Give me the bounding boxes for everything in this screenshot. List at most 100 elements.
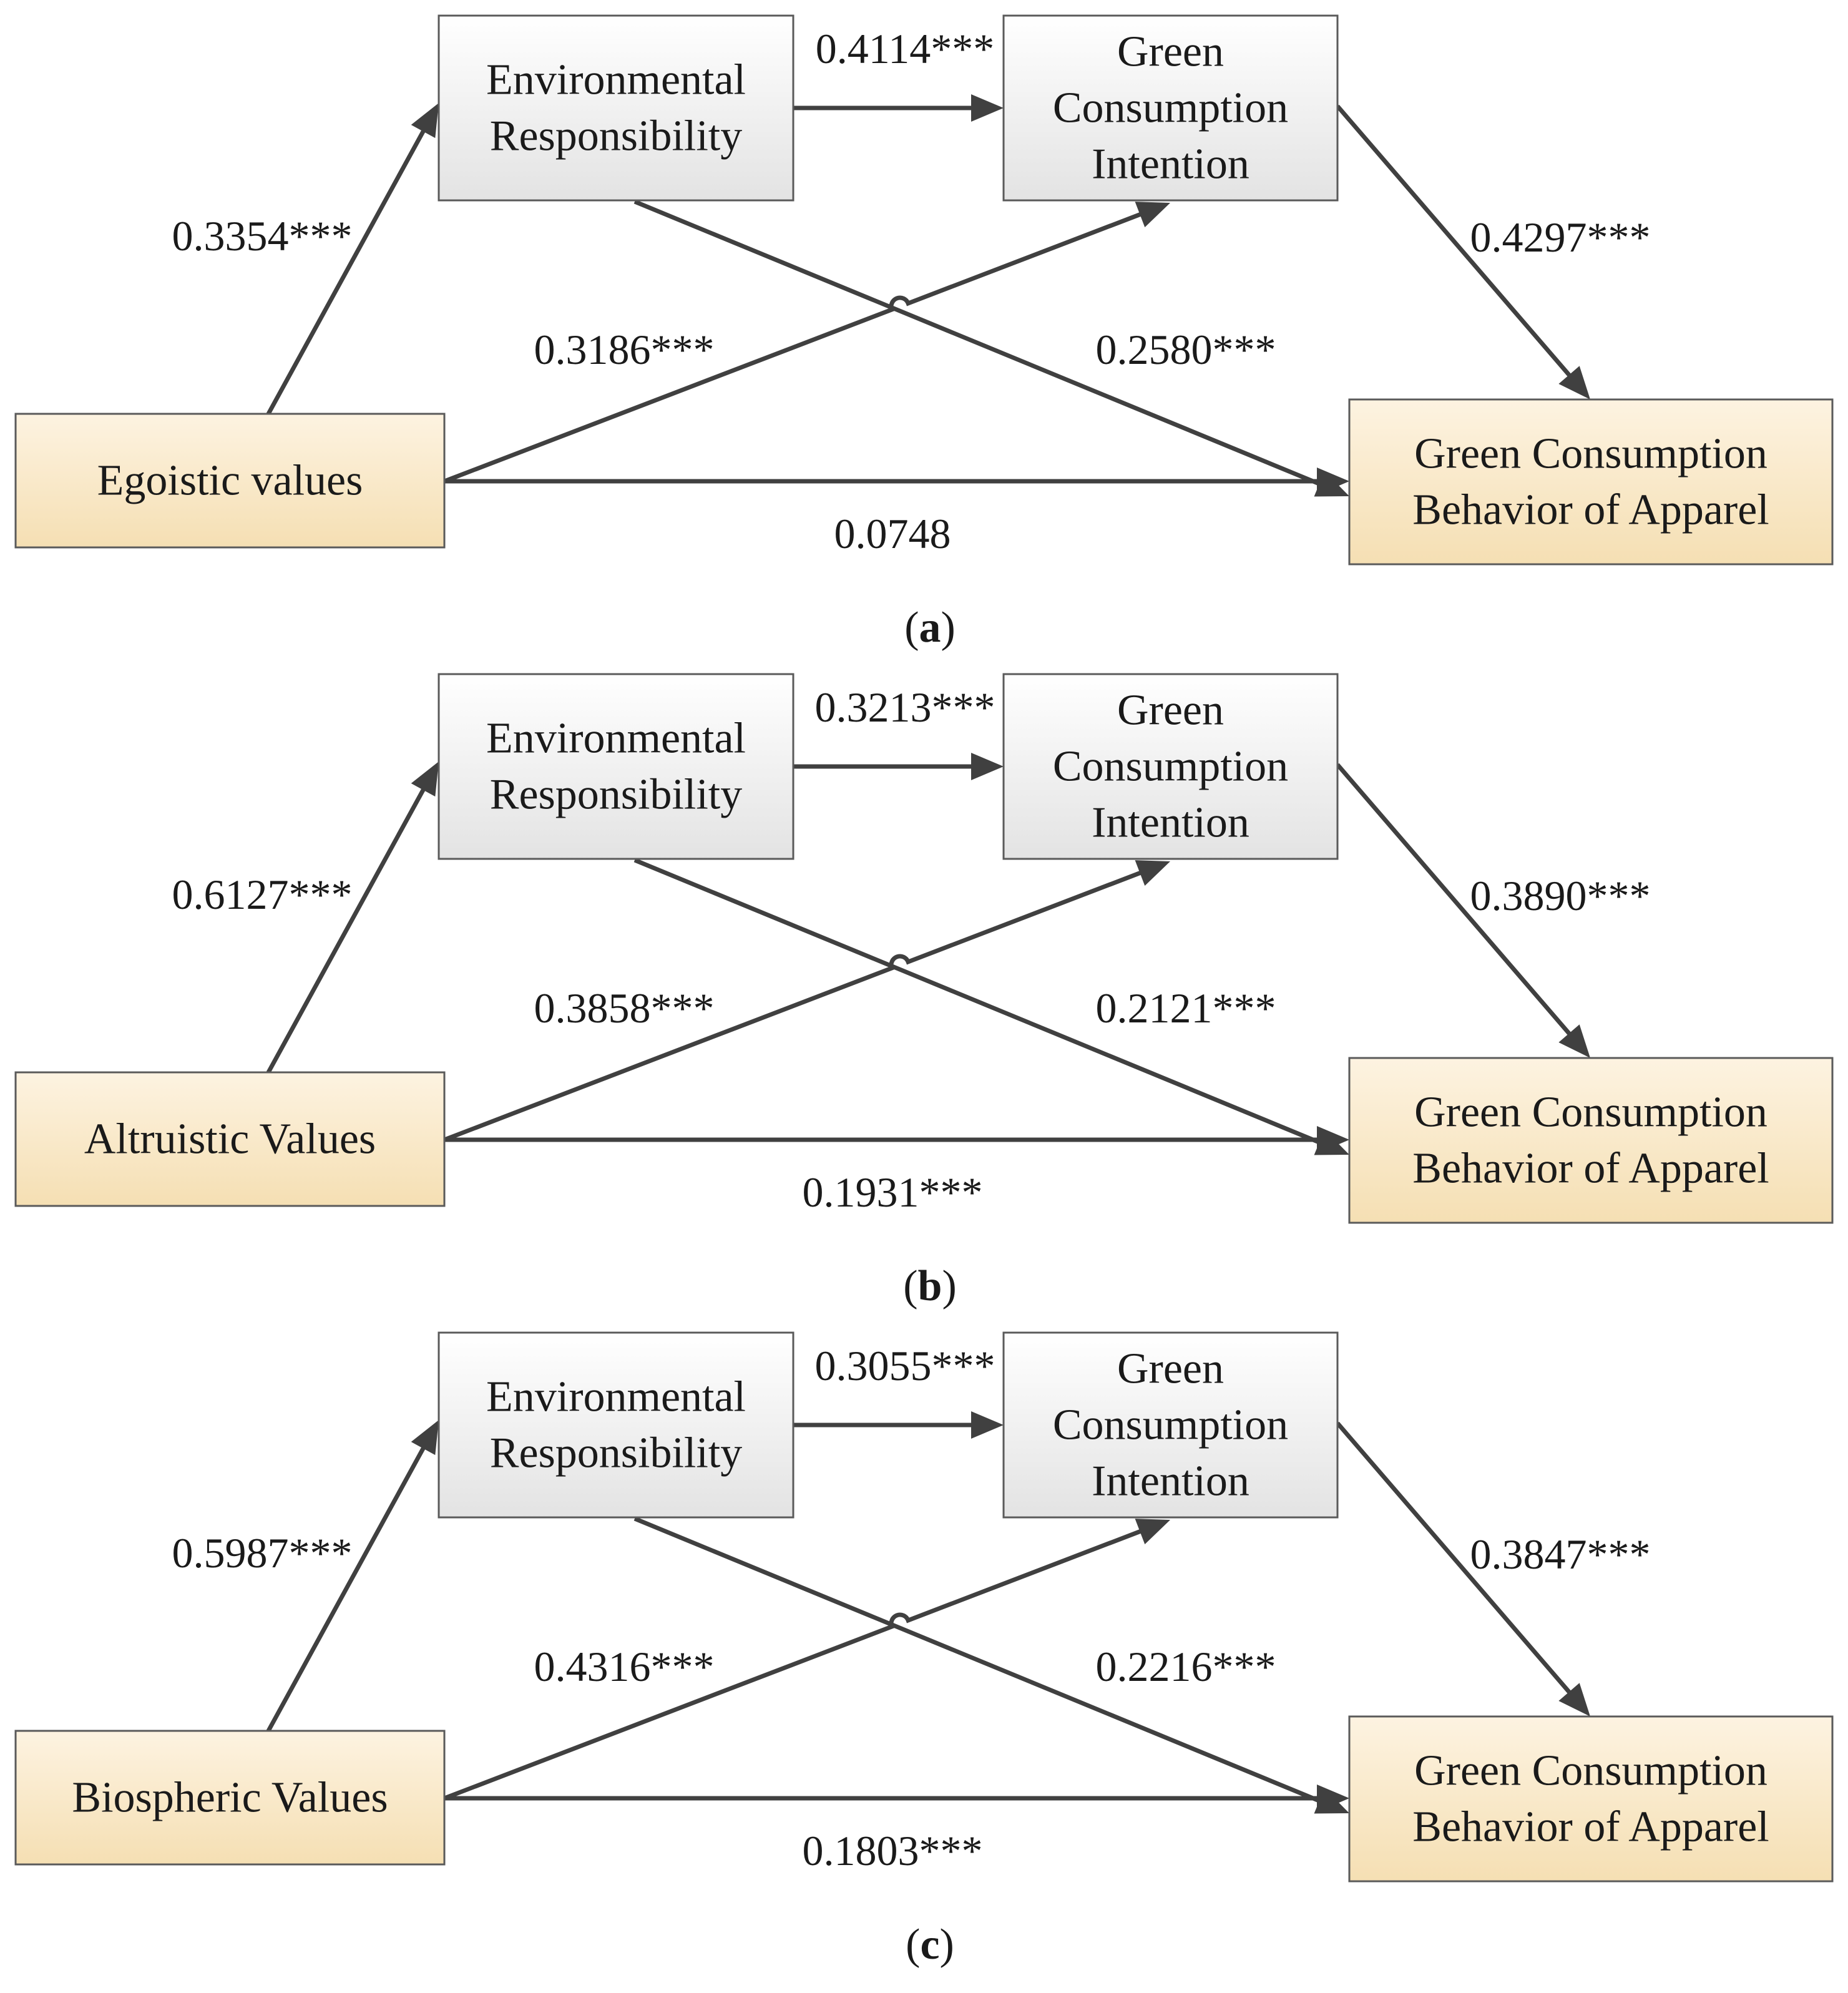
panel-label: (b)	[903, 1262, 957, 1310]
intention-box-text-line: Green	[1117, 687, 1224, 735]
panel-letter: a	[919, 604, 941, 652]
edge-source-to-env-arrowhead	[411, 103, 439, 139]
intention-box-text-line: Intention	[1092, 140, 1249, 189]
coef-env-to-intention: 0.4114***	[816, 25, 994, 72]
edge-env-to-behavior-arrowhead	[1314, 1788, 1349, 1814]
behavior-box-rect	[1348, 398, 1834, 566]
coef-source-to-behavior: 0.1803***	[803, 1827, 983, 1874]
coef-env-to-behavior: 0.2121***	[1096, 984, 1276, 1032]
coef-intention-to-behavior: 0.4297***	[1470, 213, 1651, 261]
env-responsibility-box-rect	[438, 673, 794, 860]
intention-box-text-line: Green	[1117, 28, 1224, 76]
source-values-box: Biospheric Values	[14, 1730, 446, 1866]
coef-source-to-behavior: 0.1931***	[803, 1168, 983, 1216]
edge-env-to-behavior	[633, 858, 1327, 1147]
env-responsibility-box-text-line: Environmental	[486, 715, 746, 763]
behavior-box-text-line: Green Consumption	[1414, 1089, 1767, 1137]
intention-box-text-line: Intention	[1092, 799, 1249, 847]
edge-intention-to-behavior	[1336, 1421, 1576, 1699]
coef-source-to-behavior: 0.0748	[834, 510, 951, 557]
behavior-box-rect	[1348, 1057, 1834, 1224]
coef-source-to-env: 0.6127***	[172, 871, 353, 918]
coef-env-to-behavior: 0.2216***	[1096, 1643, 1276, 1690]
edge-env-to-intention-arrowhead	[971, 94, 1004, 122]
env-responsibility-box-text-line: Responsibility	[490, 1429, 742, 1477]
edge-source-to-env-arrowhead	[411, 1420, 439, 1456]
coef-source-to-env: 0.3354***	[172, 212, 353, 260]
coef-source-to-intention: 0.3186***	[534, 326, 715, 373]
coef-source-to-intention: 0.3858***	[534, 984, 715, 1032]
source-values-box-text-line: Biospheric Values	[72, 1774, 388, 1822]
edge-source-to-intention-arrowhead	[1135, 202, 1170, 228]
source-values-box-text-line: Altruistic Values	[84, 1115, 376, 1163]
coef-source-to-env: 0.5987***	[172, 1529, 353, 1577]
intention-box-rect	[1002, 14, 1339, 202]
coef-intention-to-behavior: 0.3890***	[1470, 872, 1651, 919]
intention-box-text-line: Consumption	[1053, 1401, 1288, 1449]
behavior-box-text-line: Green Consumption	[1414, 430, 1767, 478]
env-responsibility-box-text-line: Responsibility	[490, 771, 742, 819]
source-values-box: Altruistic Values	[14, 1071, 446, 1207]
edge-source-to-env	[266, 782, 429, 1074]
intention-box-text-line: Intention	[1092, 1457, 1249, 1506]
behavior-box-rect	[1348, 1715, 1834, 1883]
intention-box-text-line: Consumption	[1053, 84, 1288, 132]
edge-env-to-behavior-arrowhead	[1314, 471, 1349, 497]
edge-intention-to-behavior-arrowhead	[1558, 1024, 1590, 1058]
edge-source-to-env	[266, 124, 429, 415]
behavior-box-text-line: Green Consumption	[1414, 1747, 1767, 1795]
coef-env-to-behavior: 0.2580***	[1096, 326, 1276, 373]
edge-source-to-env	[266, 1441, 429, 1732]
edge-source-to-intention	[443, 210, 1148, 484]
intention-box-text-line: Consumption	[1053, 743, 1288, 791]
coef-source-to-intention: 0.4316***	[534, 1643, 715, 1690]
coef-env-to-intention: 0.3213***	[815, 683, 995, 731]
edge-intention-to-behavior	[1336, 104, 1576, 382]
source-values-box: Egoistic values	[14, 413, 446, 549]
panel-letter: c	[920, 1921, 939, 1969]
edge-env-to-behavior-arrowhead	[1314, 1129, 1349, 1155]
behavior-box-text-line: Behavior of Apparel	[1412, 486, 1769, 534]
panel-label: (a)	[904, 604, 956, 652]
edge-source-to-intention-arrowhead	[1135, 1519, 1170, 1545]
coef-env-to-intention: 0.3055***	[815, 1342, 995, 1389]
edge-env-to-behavior	[633, 1516, 1327, 1806]
source-values-box-text-line: Egoistic values	[97, 457, 363, 505]
behavior-box-text-line: Behavior of Apparel	[1412, 1145, 1769, 1193]
env-responsibility-box-rect	[438, 1331, 794, 1519]
env-responsibility-box-text-line: Environmental	[486, 56, 746, 104]
edge-intention-to-behavior-arrowhead	[1558, 366, 1590, 399]
edge-intention-to-behavior-arrowhead	[1558, 1683, 1590, 1716]
source-values-box-rect	[14, 1071, 446, 1207]
intention-box-rect	[1002, 1331, 1339, 1519]
coef-intention-to-behavior: 0.3847***	[1470, 1530, 1651, 1578]
edge-env-to-behavior	[633, 199, 1327, 489]
edge-source-to-intention	[443, 868, 1148, 1142]
panel-letter: b	[918, 1262, 942, 1310]
behavior-box-text-line: Behavior of Apparel	[1412, 1803, 1769, 1851]
source-values-box-rect	[14, 1730, 446, 1866]
edge-source-to-intention	[443, 1527, 1148, 1801]
intention-box-text-line: Green	[1117, 1345, 1224, 1393]
edge-source-to-env-arrowhead	[411, 761, 439, 797]
panel-label: (c)	[906, 1921, 954, 1969]
edge-env-to-intention-arrowhead	[971, 753, 1004, 780]
env-responsibility-box-text-line: Environmental	[486, 1373, 746, 1421]
edge-env-to-intention-arrowhead	[971, 1411, 1004, 1439]
env-responsibility-box-text-line: Responsibility	[490, 112, 742, 160]
env-responsibility-box-rect	[438, 14, 794, 202]
edge-source-to-intention-arrowhead	[1135, 860, 1170, 886]
intention-box-rect	[1002, 673, 1339, 860]
